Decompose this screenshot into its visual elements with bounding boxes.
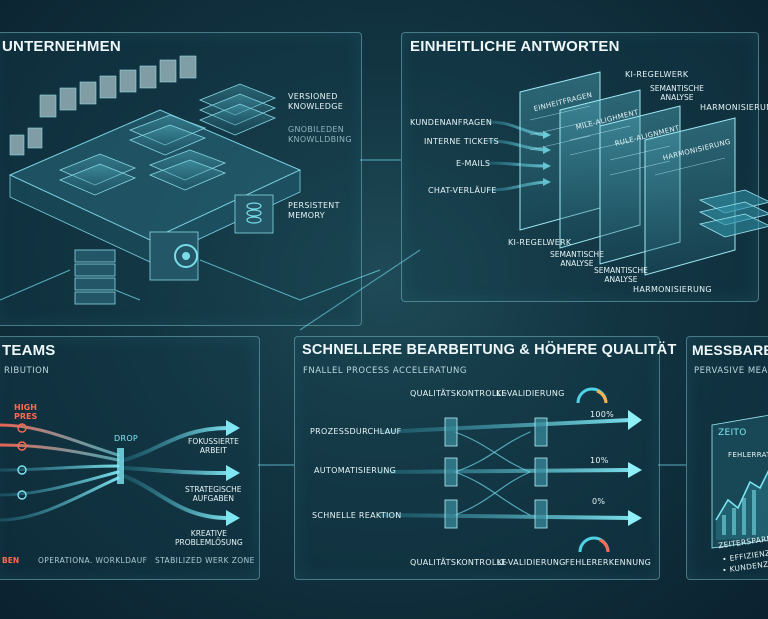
row-prozessdurchlauf: PROZESSDURCHLAUF [310, 427, 402, 436]
label-semantische-analyse-bottom-1: SEMANTISCHE ANALYSE [550, 250, 604, 268]
label-ki-validierung-bottom: KI-VALIDIERUNG [497, 558, 566, 567]
server-platform [0, 55, 381, 305]
label-knowledge-linking: GNOBILEDEN KNOWLLDBING [288, 125, 352, 144]
input-chat-verlaeufe: CHAT-VERLÄUFE [428, 186, 497, 195]
label-ki-validierung-top: KI-VALIDIERUNG [496, 389, 565, 398]
label-semantische-analyse-top: SEMANTISCHE ANALYSE [650, 84, 704, 102]
panel-title-messbarer: MESSBARER [692, 342, 768, 358]
percent-0: 0% [592, 497, 606, 506]
label-versioned-knowledge: VERSIONED KNOWLEDGE [288, 92, 344, 111]
input-emails: E-MAILS [456, 159, 491, 168]
bearbeitung-gates [444, 417, 548, 529]
teams-arrowheads [226, 420, 240, 526]
panel-title-teams: TEAMS [2, 342, 56, 359]
input-kundenanfragen: KUNDENANFRAGEN [410, 118, 493, 127]
antworten-output-stack [698, 189, 768, 238]
antworten-cards [519, 71, 736, 276]
messbarer-chart [711, 414, 768, 549]
panel-subtitle-teams: RIBUTION [4, 366, 50, 376]
teams-streams [0, 423, 230, 522]
bearbeitung-lanes [378, 418, 632, 520]
panel-subtitle-messbarer: PERVASIVE MEASURE [694, 366, 768, 376]
label-harmonisierung-top: HARMONISIERUNG [700, 103, 768, 112]
output-strategische-aufgaben: STRATEGISCHE AUFGABEN [185, 485, 242, 503]
label-persistent-memory: PERSISTENT MEMORY [288, 201, 340, 220]
footer-teams-mid: OPERATIONA. WORKLDAUF [38, 556, 148, 565]
output-fokussierte-arbeit: FOKUSSIERTE ARBEIT [188, 437, 239, 455]
footer-teams-right: STABILIZED WERK ZONE [155, 556, 255, 565]
footer-teams-left: BEN [2, 556, 20, 565]
connector-lines [258, 159, 686, 466]
percent-100: 100% [590, 410, 615, 419]
label-zeit: ZEITO [718, 428, 747, 438]
label-qualitaetskontrolle-bottom: QUALITÄTSKONTROLLE [410, 558, 507, 567]
panel-subtitle-bearbeitung: FNALLEL PROCESS ACCELERATUNG [303, 366, 467, 376]
label-qualitaetskontrolle-top: QUALITÄTSKONTROLLE [410, 389, 507, 398]
input-interne-tickets: INTERNE TICKETS [424, 137, 500, 146]
gauge-icon-bottom [578, 536, 610, 553]
label-harmonisierung-bottom: HARMONISIERUNG [633, 285, 712, 294]
panel-title-bearbeitung: SCHNELLERE BEARBEITUNG & HÖHERE QUALITÄT [302, 342, 677, 358]
gauge-icon [576, 387, 608, 404]
label-ki-regelwerk-bottom: KI-REGELWERK [508, 238, 572, 247]
output-kreative-problemloesung: KREATIVE PROBLEMLÖSUNG [175, 529, 243, 547]
row-automatisierung: AUTOMATISIERUNG [314, 466, 397, 475]
label-drop: DROP [114, 434, 139, 443]
panel-title-antworten: EINHEITLICHE ANTWORTEN [410, 38, 620, 55]
bearbeitung-arrowheads [628, 410, 642, 526]
label-high-pres: HIGH PRES [14, 403, 38, 421]
label-semantische-analyse-bottom-2: SEMANTISCHE ANALYSE [594, 266, 648, 284]
label-ki-regelwerk-top: KI-REGELWERK [625, 70, 689, 79]
percent-10: 10% [590, 456, 609, 465]
label-fehlerrate: FEHLERRATE [728, 451, 768, 459]
row-schnelle-reaktion: SCHNELLE REAKTION [312, 511, 402, 520]
teams-gate [117, 448, 124, 484]
panel-title-unternehmen: UNTERNEHMEN [2, 38, 121, 55]
label-fehlererkennung: FEHLERERKENNUNG [565, 558, 652, 567]
teams-nodes [17, 423, 27, 451]
